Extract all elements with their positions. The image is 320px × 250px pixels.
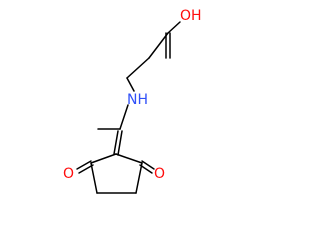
- bond-nh-c: [119, 104, 129, 130]
- bond-ch2-ch2: [126, 57, 150, 79]
- ring-bond-5: [115, 153, 143, 164]
- bonds: [76, 21, 181, 194]
- bond-c-ch2: [148, 32, 169, 59]
- amine-label: NH: [127, 92, 148, 108]
- atom-labels: OH NH O O: [63, 8, 202, 182]
- bond-c-ring-double-b: [117, 130, 123, 156]
- ring-bond-2: [90, 162, 98, 194]
- ketone-right-double-b: [139, 164, 153, 174]
- chemical-structure: OH NH O O: [63, 8, 202, 194]
- ketone-right-label: O: [154, 166, 165, 182]
- bond-c-ring-double-a: [113, 130, 119, 155]
- bond-ch2-nh: [126, 77, 135, 92]
- bond-c-oh: [167, 21, 181, 34]
- ring-bond-1: [90, 153, 117, 164]
- ketone-left-label: O: [63, 166, 74, 182]
- hydroxyl-label: OH: [180, 8, 202, 24]
- ketone-right-double-a: [141, 160, 155, 170]
- ketone-left-double-a: [76, 160, 92, 170]
- ring-bond-4: [135, 162, 143, 194]
- ketone-left-double-b: [78, 164, 94, 174]
